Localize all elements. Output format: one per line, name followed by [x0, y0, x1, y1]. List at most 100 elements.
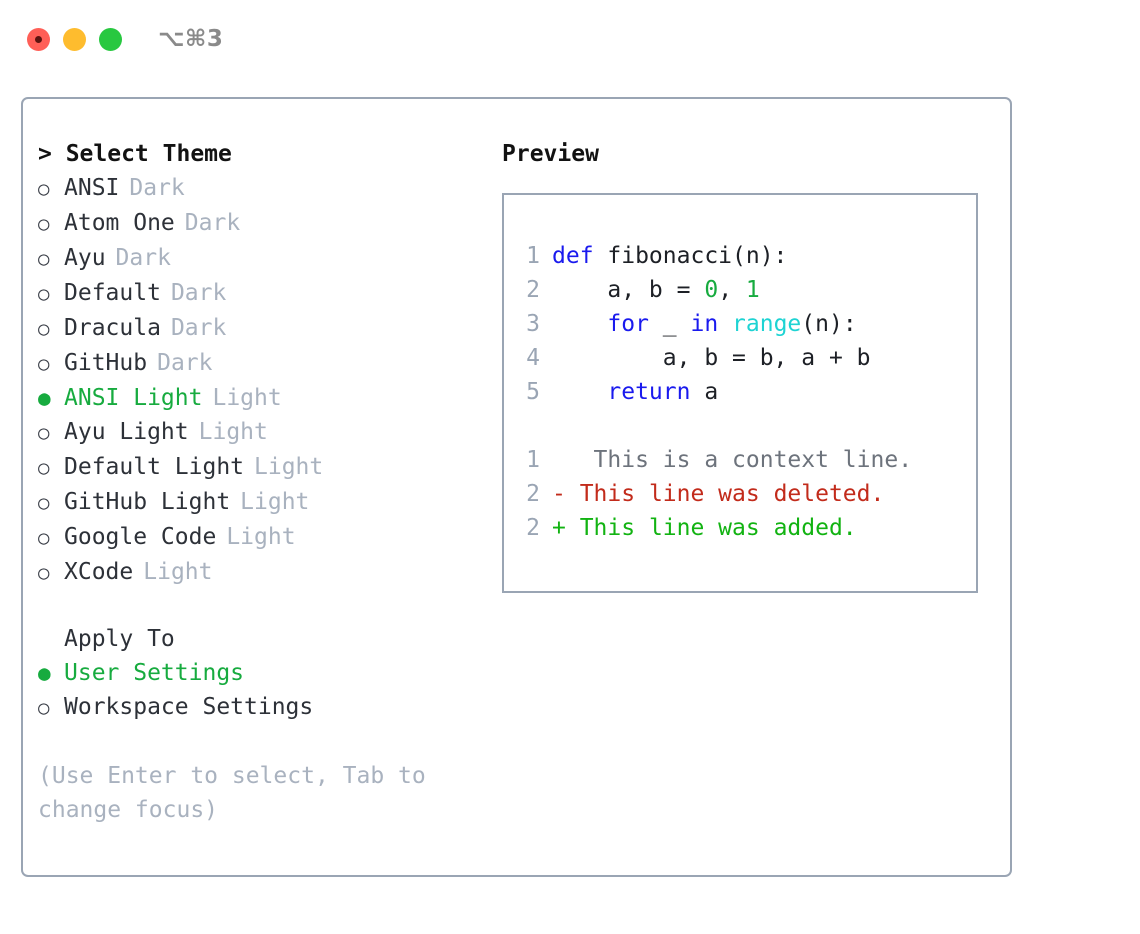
code-line-number: 5	[526, 379, 540, 405]
code-token: ,	[718, 277, 746, 303]
theme-option-badge: Dark	[157, 350, 213, 376]
code-token: for	[607, 311, 649, 337]
code-line-number: 3	[526, 311, 540, 337]
apply-to-heading: Apply To	[64, 626, 175, 652]
window-title: ⌥⌘3	[158, 26, 224, 52]
diff-line-number: 2	[526, 481, 540, 507]
code-token: fibonacci(n):	[593, 243, 788, 269]
radio-unselected-icon: ○	[38, 178, 50, 200]
code-token	[552, 307, 607, 341]
title-bar: ⌥⌘3	[0, 0, 1140, 78]
diff-marker	[552, 443, 566, 477]
code-token: (n):	[801, 311, 857, 337]
code-line-number: 2	[526, 277, 540, 303]
radio-unselected-icon: ○	[38, 457, 50, 479]
theme-option-label: Atom One	[64, 210, 175, 236]
traffic-light-group	[27, 27, 122, 51]
apply-to-option-label: User Settings	[64, 660, 245, 686]
code-line-number: 4	[526, 345, 540, 371]
theme-option-default[interactable]: ○ Default Dark	[38, 276, 478, 311]
apply-to-option-workspace-settings[interactable]: ○ Workspace Settings	[38, 690, 478, 725]
radio-unselected-icon: ○	[38, 353, 50, 375]
theme-option-atom-one[interactable]: ○ Atom One Dark	[38, 206, 478, 241]
code-token: a, b =	[552, 277, 705, 303]
code-line: 4 a, b = b, a + b	[518, 341, 968, 375]
theme-option-ayu-light[interactable]: ○ Ayu Light Light	[38, 415, 478, 450]
theme-option-label: ANSI Light	[64, 385, 203, 411]
code-token: 1	[745, 277, 760, 303]
diff-text: This is a context line.	[565, 447, 913, 473]
code-token: def	[552, 243, 594, 269]
theme-option-github[interactable]: ○ GitHub Dark	[38, 346, 478, 381]
code-line-number: 1	[526, 243, 540, 269]
maximize-button-icon[interactable]	[99, 27, 122, 51]
code-line: 3 for _ in range(n):	[518, 307, 968, 341]
apply-to-option-user-settings[interactable]: ● User Settings	[38, 656, 478, 690]
radio-selected-icon: ●	[38, 386, 51, 410]
theme-option-badge: Dark	[184, 210, 241, 236]
theme-option-label: Ayu	[64, 245, 106, 271]
code-token: range	[732, 311, 802, 337]
theme-option-label: Ayu Light	[64, 419, 189, 445]
diff-sample: 1 This is a context line. 2- This line wa…	[518, 443, 968, 545]
diff-marker: -	[552, 481, 566, 507]
theme-option-badge: Dark	[170, 315, 227, 341]
diff-marker: +	[552, 515, 566, 541]
diff-line-number: 1	[526, 447, 540, 473]
theme-option-label: Default Light	[64, 454, 245, 480]
theme-option-badge: Dark	[170, 280, 227, 306]
preview-heading: Preview	[502, 141, 599, 167]
radio-unselected-icon: ○	[38, 697, 50, 719]
radio-selected-icon: ●	[38, 661, 51, 685]
theme-option-label: Google Code	[64, 524, 217, 550]
code-token	[718, 307, 732, 341]
theme-option-label: XCode	[64, 559, 134, 585]
apply-to-option-label: Workspace Settings	[64, 694, 314, 720]
theme-option-badge: Dark	[129, 175, 185, 201]
minimize-button-icon[interactable]	[63, 27, 86, 51]
code-token: 0	[704, 277, 719, 303]
theme-option-label: GitHub Light	[64, 489, 231, 515]
code-token	[552, 375, 607, 409]
radio-unselected-icon: ○	[38, 248, 50, 270]
code-line: 2 a, b = 0, 1	[518, 273, 968, 307]
code-token: _	[648, 311, 691, 337]
code-line: 1 def fibonacci(n):	[518, 239, 968, 273]
radio-unselected-icon: ○	[38, 527, 50, 549]
code-token: a	[690, 379, 719, 405]
code-token: a, b = b, a + b	[552, 345, 871, 371]
diff-line-ctx: 1 This is a context line.	[518, 443, 968, 477]
diff-line-number: 2	[526, 515, 540, 541]
code-line: 5 return a	[518, 375, 968, 409]
radio-unselected-icon: ○	[38, 422, 50, 444]
theme-option-google-code[interactable]: ○ Google Code Light	[38, 520, 478, 555]
theme-option-default-light[interactable]: ○ Default Light Light	[38, 450, 478, 485]
theme-option-ansi[interactable]: ○ ANSI Dark	[38, 171, 478, 206]
diff-text: This line was deleted.	[565, 481, 885, 507]
diff-line-add: 2 + This line was added.	[518, 511, 968, 545]
radio-unselected-icon: ○	[38, 283, 50, 305]
apply-to-block: Apply To ● User Settings ○ Workspace Settin…	[38, 622, 478, 725]
select-theme-heading: > Select Theme	[38, 141, 232, 167]
theme-option-label: Default	[64, 280, 161, 306]
theme-option-label: GitHub	[64, 350, 148, 376]
theme-option-badge: Light	[254, 454, 324, 480]
radio-unselected-icon: ○	[38, 213, 50, 235]
close-button-icon[interactable]	[27, 27, 50, 51]
theme-option-badge: Light	[226, 524, 296, 550]
theme-option-label: ANSI	[64, 175, 120, 201]
code-token: return	[607, 379, 691, 405]
theme-option-label: Dracula	[64, 315, 161, 341]
theme-option-badge: Light	[198, 419, 268, 445]
diff-text: This line was added.	[565, 515, 857, 541]
